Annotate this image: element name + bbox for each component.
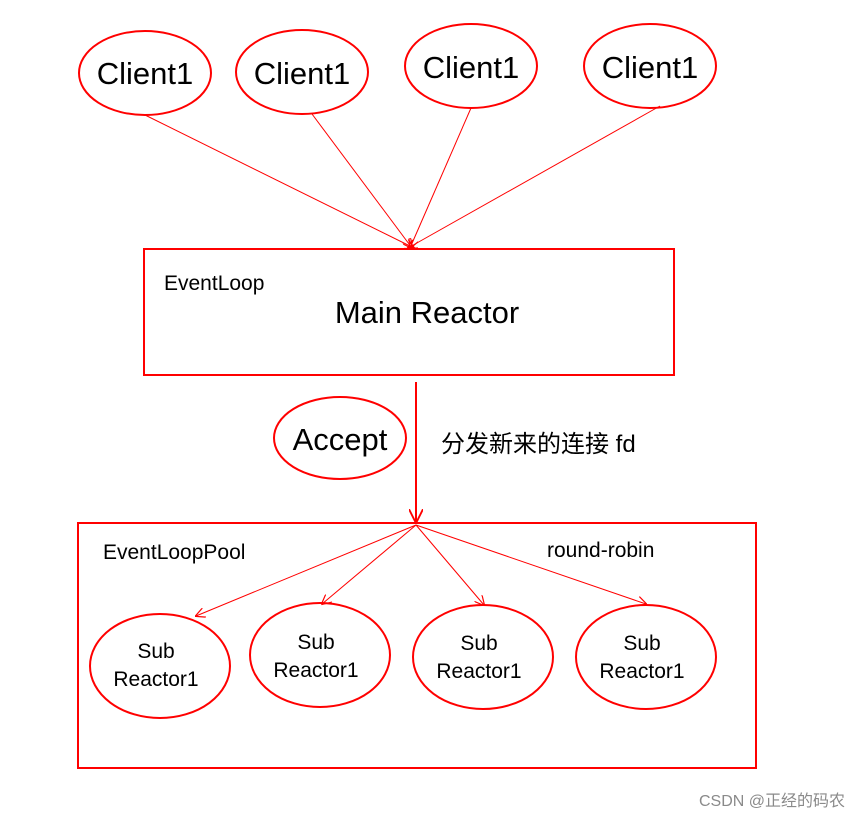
client-node: Client1 bbox=[583, 23, 717, 109]
eventloop-tag: EventLoop bbox=[164, 272, 264, 295]
sub-reactor-node: Sub Reactor1 bbox=[412, 604, 554, 710]
main-reactor-title: Main Reactor bbox=[335, 295, 519, 330]
sub-reactor-line1: Sub bbox=[297, 631, 334, 654]
subreactor-connector bbox=[415, 524, 646, 604]
sub-reactor-ellipse bbox=[249, 602, 391, 708]
accept-node: Accept bbox=[273, 396, 407, 480]
round-robin-label: round-robin bbox=[547, 539, 654, 562]
client-connector bbox=[410, 107, 472, 248]
main-reactor-box: EventLoop Main Reactor bbox=[143, 248, 675, 376]
client-node: Client1 bbox=[235, 29, 369, 115]
sub-reactor-line1: Sub bbox=[137, 640, 174, 663]
sub-reactor-ellipse bbox=[89, 613, 231, 719]
main-reactor-frame bbox=[143, 248, 675, 376]
sub-reactor-ellipse bbox=[412, 604, 554, 710]
sub-reactor-line1: Sub bbox=[623, 632, 660, 655]
eventloop-pool-frame bbox=[77, 522, 757, 769]
client-connector bbox=[144, 114, 414, 248]
client-ellipse bbox=[583, 23, 717, 109]
sub-reactor-line2: Reactor1 bbox=[599, 660, 684, 683]
client-label: Client1 bbox=[423, 50, 520, 85]
sub-reactor-node: Sub Reactor1 bbox=[89, 613, 231, 719]
subreactor-connector bbox=[415, 524, 484, 605]
accept-ellipse bbox=[273, 396, 407, 480]
sub-reactor-node: Sub Reactor1 bbox=[575, 604, 717, 710]
client-ellipse bbox=[235, 29, 369, 115]
client-node: Client1 bbox=[404, 23, 538, 109]
client-label: Client1 bbox=[97, 56, 194, 91]
eventloop-pool-box: EventLoopPool round-robin bbox=[77, 522, 757, 769]
dispatch-label: 分发新来的连接 fd bbox=[441, 431, 636, 458]
sub-reactor-line2: Reactor1 bbox=[436, 660, 521, 683]
eventloop-pool-tag: EventLoopPool bbox=[103, 541, 245, 564]
client-node: Client1 bbox=[78, 30, 212, 116]
sub-reactor-node: Sub Reactor1 bbox=[249, 602, 391, 708]
client-label: Client1 bbox=[254, 56, 351, 91]
sub-reactor-line2: Reactor1 bbox=[273, 659, 358, 682]
sub-reactor-line1: Sub bbox=[460, 632, 497, 655]
sub-reactor-line2: Reactor1 bbox=[113, 668, 198, 691]
subreactor-connector bbox=[322, 524, 417, 604]
subreactor-connector bbox=[196, 524, 417, 616]
sub-reactor-ellipse bbox=[575, 604, 717, 710]
csdn-watermark: CSDN @正经的码农 bbox=[699, 792, 845, 810]
accept-label: Accept bbox=[293, 422, 388, 457]
client-connector bbox=[311, 113, 412, 248]
client-label: Client1 bbox=[602, 50, 699, 85]
client-connector bbox=[408, 105, 661, 248]
